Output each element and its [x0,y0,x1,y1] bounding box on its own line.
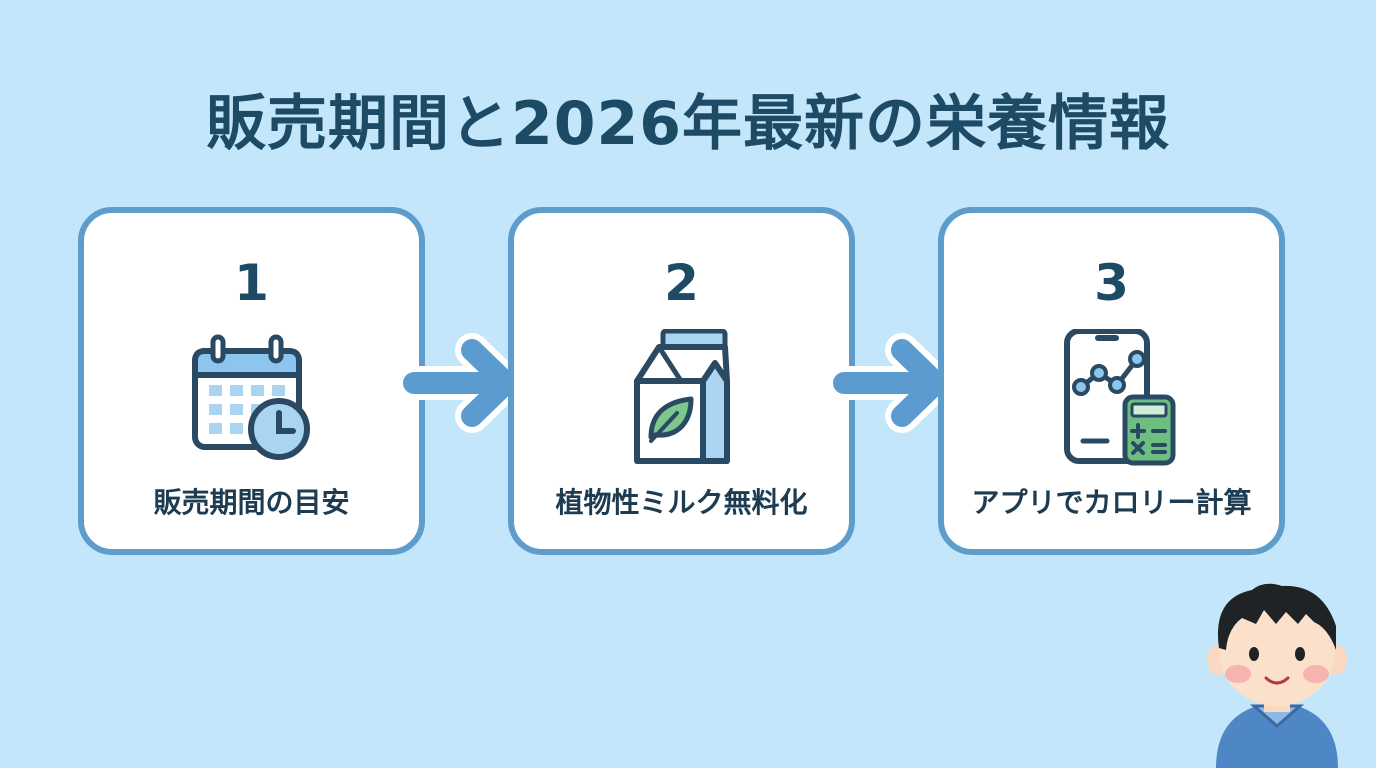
arrow-right-icon [830,333,953,433]
step-number: 3 [1094,254,1129,312]
step-label: アプリでカロリー計算 [971,486,1252,519]
milk-carton-leaf-icon [633,329,730,464]
boy-illustration [1207,583,1347,768]
page-title: 販売期間と2026年最新の栄養情報 [206,89,1170,159]
calendar-clock-icon [191,334,310,460]
step-number: 1 [234,254,269,312]
step-card-3: 3 アプリでカロリー計算 [938,207,1285,555]
step-label: 販売期間の目安 [153,486,350,519]
step-label: 植物性ミルク無料化 [555,486,808,519]
step-card-2: 2 植物性ミルク無料化 [508,207,855,555]
step-card-1: 1 販売期間の目安 [78,207,425,555]
phone-calculator-icon [1063,329,1175,466]
arrow-right-icon [400,333,523,433]
step-number: 2 [664,254,699,312]
